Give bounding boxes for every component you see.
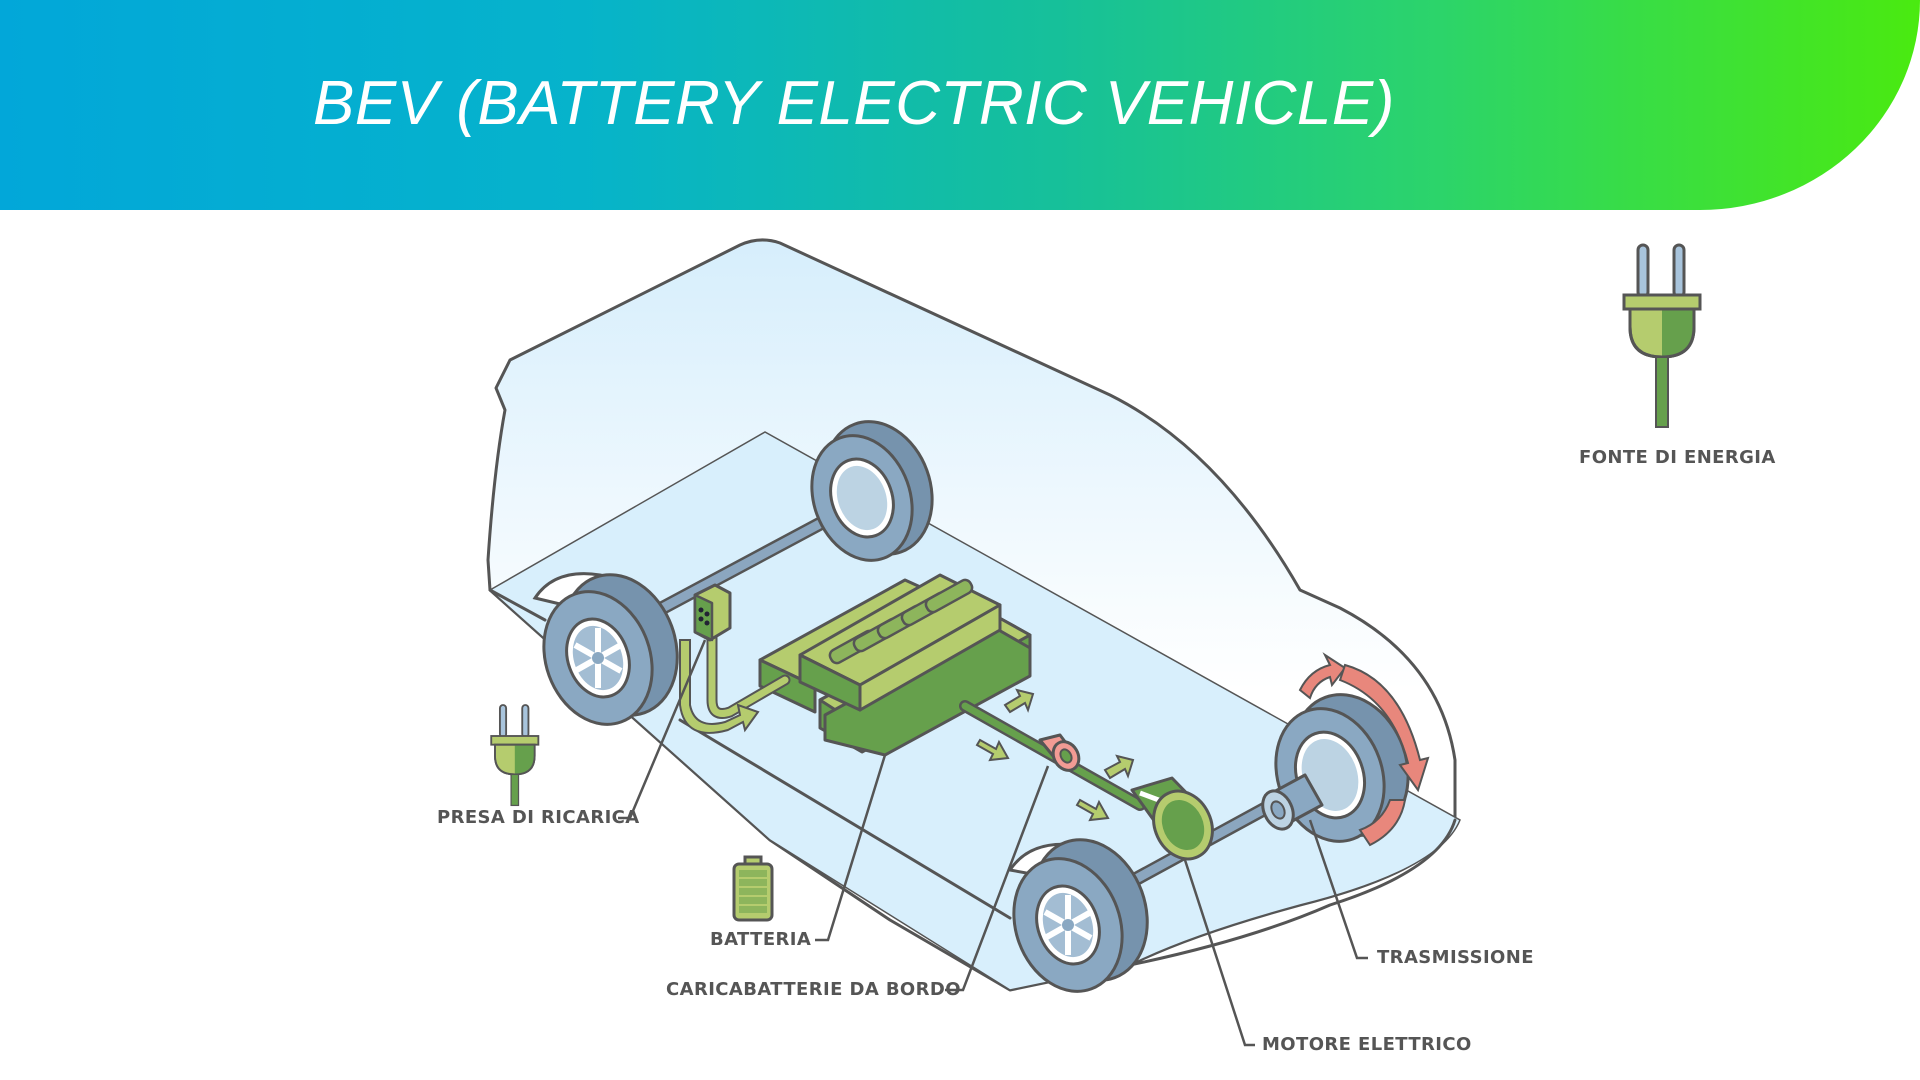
label-charging-port: PRESA DI RICARICA [437,807,640,828]
label-battery: BATTERIA [710,929,812,950]
rear-axle [633,498,862,627]
battery-pack [758,573,1032,757]
leader-onboard-charger [945,765,1050,992]
charging-flow-arrow [679,639,760,734]
leader-battery [815,754,887,942]
battery-icon [732,855,774,922]
charging-port [693,583,732,642]
car-floor-edge [488,588,1457,967]
leader-transmission [1308,819,1368,960]
onboard-charger [1038,733,1081,772]
leader-lines [618,639,1368,1047]
label-onboard-charger: CARICABATTERIE DA BORDO [666,979,961,1000]
header-banner: BEV (BATTERY ELECTRIC VEHICLE) [0,0,1920,210]
wheel-rear-near [532,572,679,726]
transmission [1261,773,1324,831]
wheel-rear-far [810,420,934,562]
label-electric-motor: MOTORE ELETTRICO [1262,1034,1472,1055]
label-power-source: FONTE DI ENERGIA [1579,447,1776,468]
label-transmission: TRASMISSIONE [1377,947,1534,968]
page-title: BEV (BATTERY ELECTRIC VEHICLE) [313,69,1395,138]
rotation-arrows [1298,652,1430,847]
electric-motor [1130,776,1214,861]
plug-icon [490,704,540,807]
wheel-front-near [1007,838,1149,993]
leader-charging-port [618,639,707,820]
leader-electric-motor [1183,859,1255,1047]
charging-cable [706,624,791,719]
power-flow-arrows [975,688,1135,822]
plug-icon [1622,243,1702,428]
